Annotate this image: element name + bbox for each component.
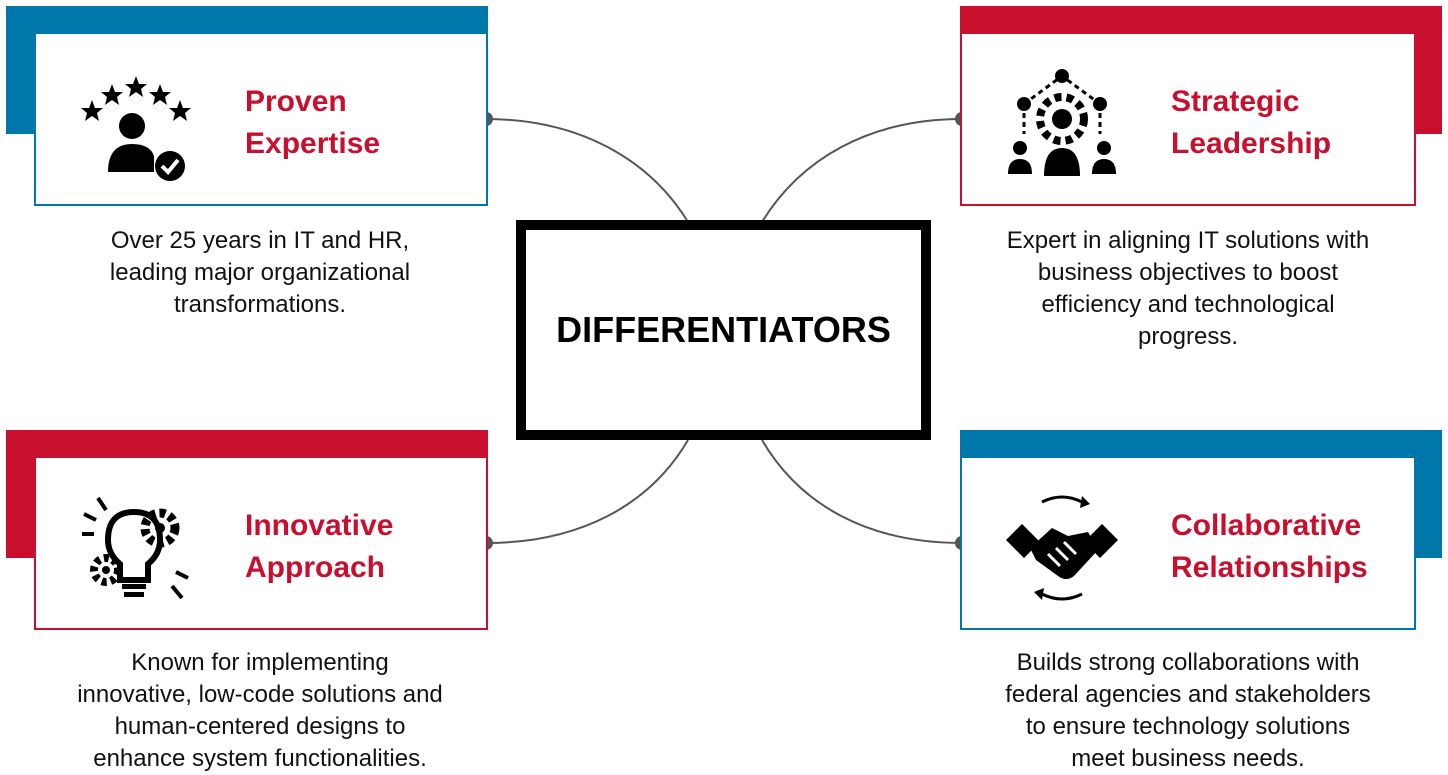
card-description: Over 25 years in IT and HR, leading majo… — [109, 227, 411, 318]
connector-collaborative-relationships — [761, 439, 963, 544]
leadership-network-icon — [1008, 69, 1116, 176]
card-description: Known for implementing innovative, low-c… — [77, 649, 443, 772]
expert-badge-icon — [81, 76, 191, 181]
connector-strategic-leadership — [761, 118, 963, 223]
card-description: Expert in aligning IT solutions with bus… — [1006, 227, 1370, 350]
handshake-icon — [1006, 495, 1118, 601]
connector-proven-expertise — [485, 118, 689, 223]
center-label: DIFFERENTIATORS — [556, 309, 891, 350]
card-description: Builds strong collaborations with federa… — [1005, 649, 1371, 772]
center-box: DIFFERENTIATORS — [516, 220, 931, 440]
lightbulb-gears-icon — [82, 496, 189, 600]
connector-innovative-approach — [485, 439, 689, 544]
